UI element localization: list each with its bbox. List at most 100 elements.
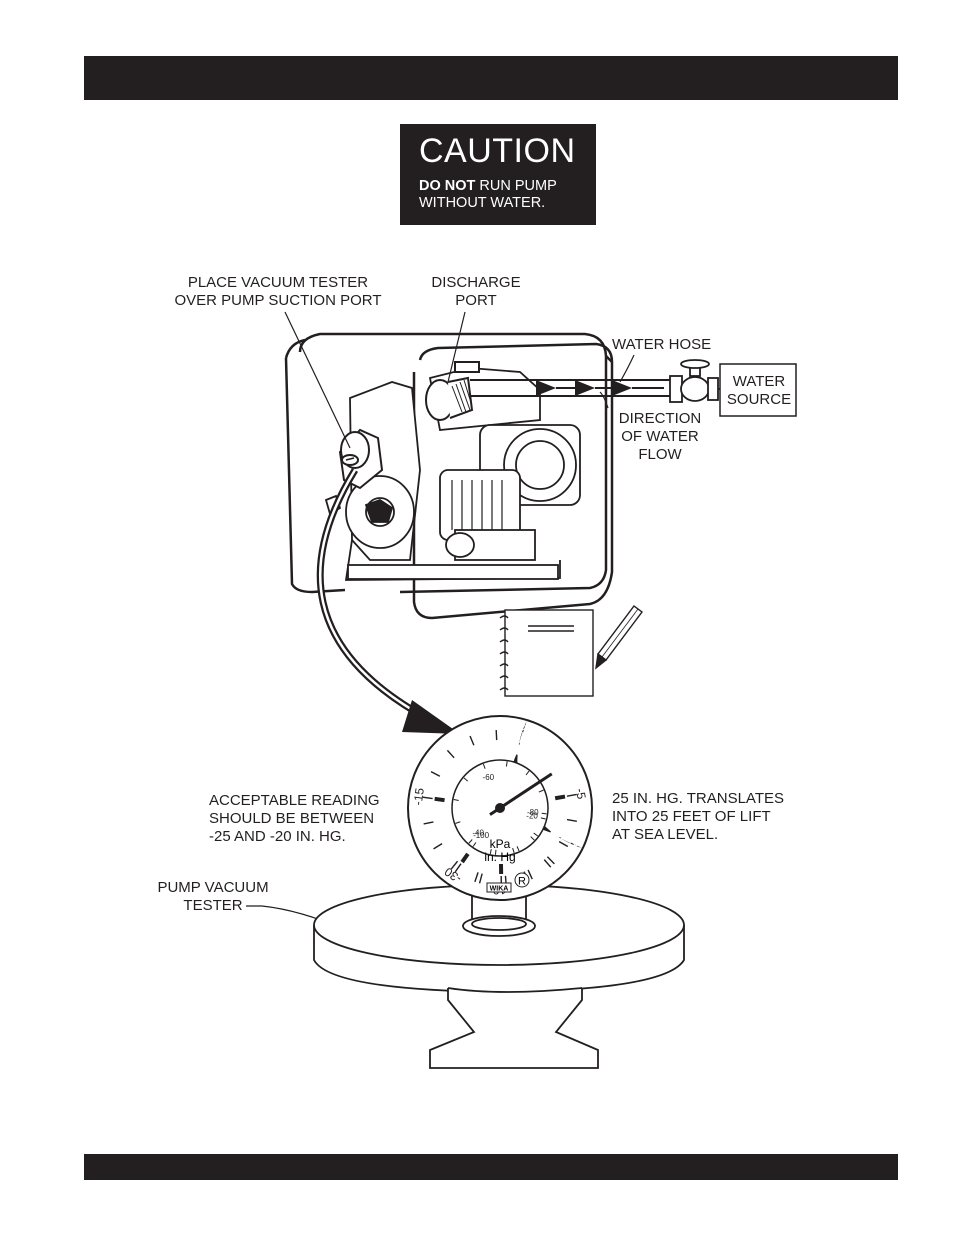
gauge-minor-tick bbox=[540, 745, 548, 754]
footer-bar bbox=[84, 1154, 898, 1180]
header-bar bbox=[84, 56, 898, 100]
pump-tester-line2: TESTER bbox=[183, 897, 243, 914]
gauge-minor-tick bbox=[566, 818, 577, 822]
discharge-line2: PORT bbox=[455, 292, 497, 309]
pump-body bbox=[324, 367, 581, 581]
gauge-major-tick bbox=[434, 796, 445, 803]
acceptable-line1: ACCEPTABLE READING bbox=[209, 792, 380, 809]
gauge-minor-tick bbox=[543, 859, 552, 868]
gauge-minor-tick bbox=[469, 735, 475, 746]
gauge-kpa-tick bbox=[463, 777, 469, 782]
acceptable-line3: -25 AND -20 IN. HG. bbox=[209, 828, 346, 845]
gauge-minor-tick bbox=[450, 860, 459, 870]
water-source-line2: SOURCE bbox=[726, 391, 792, 408]
pencil-icon bbox=[595, 605, 643, 670]
translation-line2: INTO 25 FEET OF LIFT bbox=[612, 808, 771, 825]
gauge-major-tick bbox=[549, 830, 561, 839]
gauge-kpa-tick bbox=[468, 839, 473, 844]
notebook-icon bbox=[499, 609, 594, 697]
gauge-minor-tick bbox=[558, 840, 569, 848]
gauge-minor-tick bbox=[433, 843, 443, 850]
gauge-minor-tick bbox=[556, 764, 566, 772]
caution-box: CAUTION DO NOT RUN PUMP WITHOUT WATER. bbox=[400, 124, 596, 225]
gauge-major-tick bbox=[514, 744, 522, 756]
pump-tester-line1: PUMP VACUUM bbox=[157, 879, 269, 896]
gauge-inner-label: -40 bbox=[472, 829, 484, 838]
water-source-line1: WATER bbox=[732, 373, 786, 390]
gauge-minor-tick bbox=[527, 869, 533, 880]
gauge-minor-tick bbox=[566, 793, 577, 797]
vacuum-tester-line1: PLACE VACUUM TESTER bbox=[187, 274, 369, 291]
gauge-minor-tick bbox=[430, 771, 441, 777]
gauge-kpa-tick bbox=[538, 789, 544, 793]
gauge-minor-tick bbox=[546, 856, 555, 865]
caution-line2: WITHOUT WATER. bbox=[419, 195, 546, 211]
gauge-minor-tick bbox=[446, 749, 455, 759]
gauge-kpa-tick bbox=[489, 848, 492, 855]
gauge-kpa-tick bbox=[512, 847, 515, 853]
caution-message: DO NOT RUN PUMP WITHOUT WATER. bbox=[419, 178, 557, 212]
gauge-minor-tick bbox=[474, 872, 479, 883]
gauge-kpa-tick bbox=[453, 799, 459, 801]
gauge-kpa-tick bbox=[516, 846, 520, 852]
gauge-kpa-tick bbox=[530, 836, 535, 841]
translation-line1: 25 IN. HG. TRANSLATES bbox=[612, 790, 784, 807]
discharge-line1: DISCHARGE bbox=[431, 274, 521, 291]
gauge-kpa-tick bbox=[505, 761, 508, 767]
pump-vacuum-tester-callout: PUMP VACUUM TESTER bbox=[146, 879, 280, 915]
gauge-minor-tick bbox=[423, 821, 434, 825]
gauge-minor-tick bbox=[454, 863, 462, 873]
gauge-kpa-tick bbox=[525, 770, 530, 776]
caution-line1-rest: RUN PUMP bbox=[475, 178, 557, 194]
gauge-kpa-tick bbox=[472, 842, 477, 847]
gauge-registered-mark: R bbox=[518, 876, 526, 888]
translation-line3: AT SEA LEVEL. bbox=[612, 826, 719, 843]
discharge-port-callout: DISCHARGE PORT bbox=[420, 274, 532, 310]
water-hose bbox=[470, 379, 670, 397]
direction-line3: FLOW bbox=[638, 446, 682, 463]
gauge-inner-label: -60 bbox=[483, 773, 495, 782]
gauge-inner-label: -20 bbox=[526, 812, 538, 821]
gauge-inner-label: -80 bbox=[527, 808, 539, 817]
gauge-unit-inhg: in. Hg bbox=[484, 850, 515, 864]
direction-line2: OF WATER bbox=[621, 428, 699, 445]
vacuum-tester-line2: OVER PUMP SUCTION PORT bbox=[174, 292, 382, 309]
valve-icon bbox=[669, 359, 722, 403]
gauge-unit-kpa: kPa bbox=[490, 837, 511, 851]
direction-line1: DIRECTION bbox=[618, 410, 702, 427]
gauge-outer-label: -5 bbox=[573, 787, 589, 800]
gauge-minor-tick bbox=[519, 733, 524, 744]
pump-frame bbox=[284, 332, 614, 620]
gauge-kpa-tick bbox=[540, 817, 546, 820]
gauge-minor-tick bbox=[478, 873, 483, 884]
lift-translation-callout: 25 IN. HG. TRANSLATES INTO 25 FEET OF LI… bbox=[612, 790, 784, 844]
direction-flow-callout: DIRECTION OF WATER FLOW bbox=[606, 410, 714, 464]
gauge-major-tick bbox=[554, 794, 566, 801]
acceptable-line2: SHOULD BE BETWEEN bbox=[209, 810, 375, 827]
vacuum-tester-callout: PLACE VACUUM TESTER OVER PUMP SUCTION PO… bbox=[160, 274, 396, 310]
gauge-major-tick bbox=[460, 852, 470, 864]
water-source-box bbox=[719, 363, 797, 417]
gauge-kpa-tick bbox=[541, 812, 547, 815]
gauge-minor-tick bbox=[565, 788, 576, 793]
water-source-callout: WATER SOURCE bbox=[722, 373, 796, 409]
caution-do-not: DO NOT bbox=[419, 178, 476, 194]
caution-title: CAUTION bbox=[419, 132, 576, 170]
gauge-minor-tick bbox=[567, 814, 578, 818]
discharge-port bbox=[425, 361, 480, 421]
gauge-kpa-tick bbox=[455, 821, 461, 824]
gauge-outer-label: -25 bbox=[563, 833, 583, 855]
gauge-minor-tick bbox=[560, 837, 571, 843]
gauge-minor-tick bbox=[422, 796, 433, 800]
gauge-brand: WIKA bbox=[490, 886, 509, 893]
gauge-outer-label: -15 bbox=[411, 787, 427, 806]
gauge-outer-label: -20 bbox=[514, 720, 535, 739]
acceptable-reading-callout: ACCEPTABLE READING SHOULD BE BETWEEN -25… bbox=[209, 792, 380, 846]
gauge-needle-hub bbox=[495, 803, 505, 813]
gauge-kpa-tick bbox=[482, 763, 486, 769]
curved-arrow-icon bbox=[316, 468, 460, 734]
gauge-inner-label: -100 bbox=[473, 831, 490, 840]
water-hose-callout: WATER HOSE bbox=[612, 336, 712, 353]
gauge-kpa-tick bbox=[533, 832, 539, 837]
